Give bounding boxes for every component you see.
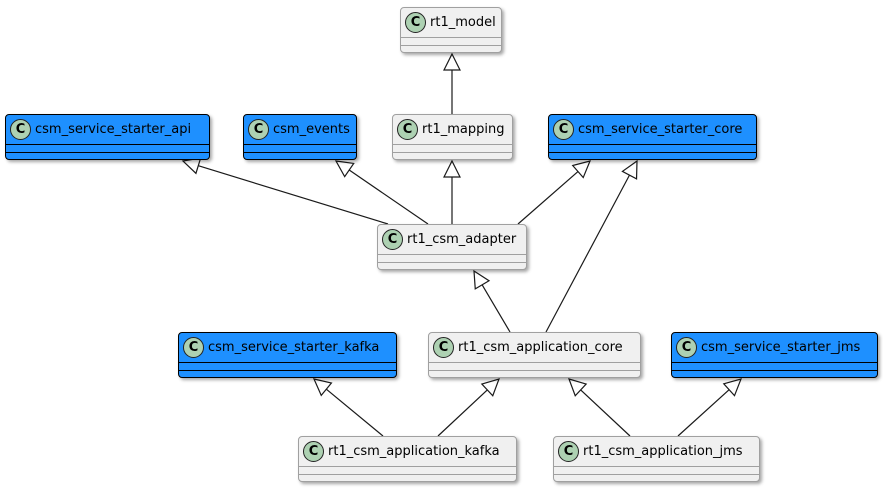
methods-compartment	[672, 370, 877, 378]
class-name: csm_service_starter_kafka	[208, 340, 380, 355]
class-stereotype-icon: C	[248, 119, 269, 140]
class-node-csm_events[interactable]: C csm_events	[243, 114, 357, 160]
methods-compartment	[179, 370, 396, 378]
class-stereotype-icon: C	[397, 119, 418, 140]
class-header: C rt1_csm_application_jms	[554, 437, 759, 466]
class-stereotype-icon: C	[303, 441, 324, 462]
fields-compartment	[244, 144, 356, 152]
class-header: C rt1_csm_application_kafka	[299, 437, 516, 466]
class-stereotype-icon: C	[405, 12, 426, 33]
class-name: csm_service_starter_api	[35, 122, 192, 137]
class-name: rt1_csm_application_core	[458, 340, 623, 355]
class-node-csm_service_starter_api[interactable]: C csm_service_starter_api	[5, 114, 210, 160]
fields-compartment	[179, 362, 396, 370]
class-header: C csm_service_starter_api	[6, 115, 209, 144]
class-node-csm_service_starter_kafka[interactable]: C csm_service_starter_kafka	[178, 332, 397, 378]
fields-compartment	[6, 144, 209, 152]
methods-compartment	[6, 152, 209, 160]
class-node-rt1_csm_application_core[interactable]: C rt1_csm_application_core	[428, 332, 641, 378]
class-stereotype-icon: C	[183, 337, 204, 358]
methods-compartment	[393, 152, 512, 160]
class-name: rt1_mapping	[422, 122, 505, 137]
class-name: csm_service_starter_core	[578, 122, 743, 137]
fields-compartment	[429, 362, 640, 370]
class-node-rt1_csm_adapter[interactable]: C rt1_csm_adapter	[377, 224, 527, 270]
class-header: C csm_service_starter_kafka	[179, 333, 396, 362]
class-name: rt1_csm_application_kafka	[328, 444, 500, 459]
fields-compartment	[299, 466, 516, 474]
class-stereotype-icon: C	[10, 119, 31, 140]
methods-compartment	[244, 152, 356, 160]
class-node-csm_service_starter_jms[interactable]: C csm_service_starter_jms	[671, 332, 878, 378]
class-stereotype-icon: C	[553, 119, 574, 140]
class-name: csm_service_starter_jms	[701, 340, 861, 355]
class-stereotype-icon: C	[676, 337, 697, 358]
class-header: C rt1_csm_adapter	[378, 225, 526, 254]
fields-compartment	[393, 144, 512, 152]
class-stereotype-icon: C	[382, 229, 403, 250]
class-header: C rt1_csm_application_core	[429, 333, 640, 362]
class-stereotype-icon: C	[558, 441, 579, 462]
class-header: C csm_service_starter_core	[549, 115, 756, 144]
fields-compartment	[401, 37, 501, 45]
class-node-rt1_csm_application_kafka[interactable]: C rt1_csm_application_kafka	[298, 436, 517, 482]
methods-compartment	[299, 474, 516, 482]
class-node-csm_service_starter_core[interactable]: C csm_service_starter_core	[548, 114, 757, 160]
class-name: csm_events	[273, 122, 350, 137]
fields-compartment	[554, 466, 759, 474]
methods-compartment	[401, 45, 501, 53]
class-stereotype-icon: C	[433, 337, 454, 358]
fields-compartment	[672, 362, 877, 370]
class-name: rt1_csm_adapter	[407, 232, 517, 247]
class-header: C csm_events	[244, 115, 356, 144]
class-header: C rt1_mapping	[393, 115, 512, 144]
class-header: C rt1_model	[401, 8, 501, 37]
methods-compartment	[378, 262, 526, 270]
class-node-rt1_csm_application_jms[interactable]: C rt1_csm_application_jms	[553, 436, 760, 482]
methods-compartment	[549, 152, 756, 160]
class-node-rt1_mapping[interactable]: C rt1_mapping	[392, 114, 513, 160]
class-name: rt1_model	[430, 15, 496, 30]
fields-compartment	[378, 254, 526, 262]
methods-compartment	[429, 370, 640, 378]
methods-compartment	[554, 474, 759, 482]
fields-compartment	[549, 144, 756, 152]
class-header: C csm_service_starter_jms	[672, 333, 877, 362]
class-name: rt1_csm_application_jms	[583, 444, 743, 459]
class-node-rt1_model[interactable]: C rt1_model	[400, 7, 502, 53]
